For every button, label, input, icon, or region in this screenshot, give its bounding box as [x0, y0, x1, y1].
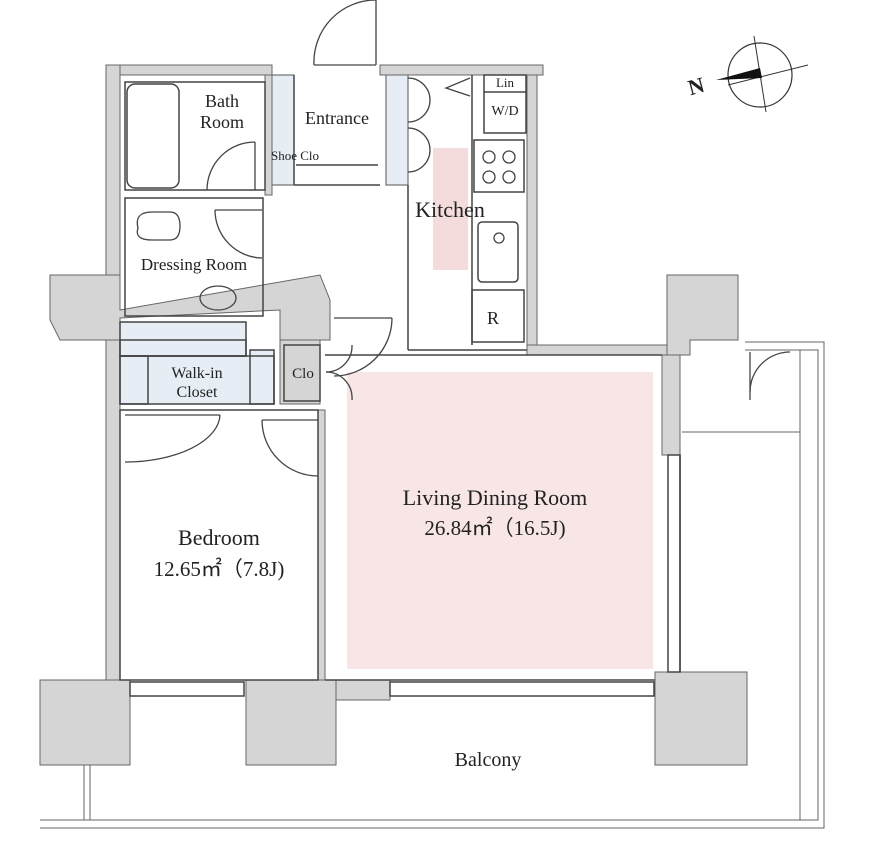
linen-label: Lin: [496, 75, 515, 90]
living-dining-label: Living Dining Room: [403, 485, 588, 510]
interior-lines: [119, 74, 681, 697]
fixtures: [136, 77, 516, 311]
closet-fills: [119, 74, 409, 405]
refrigerator-label: R: [487, 308, 499, 328]
bedroom-label: Bedroom: [178, 525, 260, 550]
door-swings: [124, 0, 791, 477]
kitchen-counter-highlight: [433, 148, 468, 270]
closet-label: Clo: [292, 366, 314, 382]
kitchen-label: Kitchen: [415, 197, 485, 222]
washer-dryer-label: W/D: [491, 104, 518, 119]
dressing-room-label: Dressing Room: [141, 255, 247, 274]
entrance-label: Entrance: [305, 108, 369, 128]
walk-in-closet-label-line2: Closet: [177, 384, 218, 401]
shoe-closet-label: Shoe Clo: [271, 148, 319, 163]
living-dining-highlight: [347, 372, 653, 669]
bath-room-label-line1: Bath: [205, 91, 239, 111]
living-dining-area-label: 26.84㎡（16.5J): [424, 516, 565, 540]
bedroom-area-label: 12.65㎡（7.8J): [154, 557, 285, 581]
bath-room-label-line2: Room: [200, 112, 244, 132]
compass-rose: N: [685, 35, 809, 113]
compass-north-label: N: [685, 72, 707, 100]
walls: [39, 64, 748, 766]
balcony-label: Balcony: [455, 749, 522, 771]
walk-in-closet-label-line1: Walk-in: [171, 365, 222, 382]
balcony-rail: [40, 341, 825, 829]
